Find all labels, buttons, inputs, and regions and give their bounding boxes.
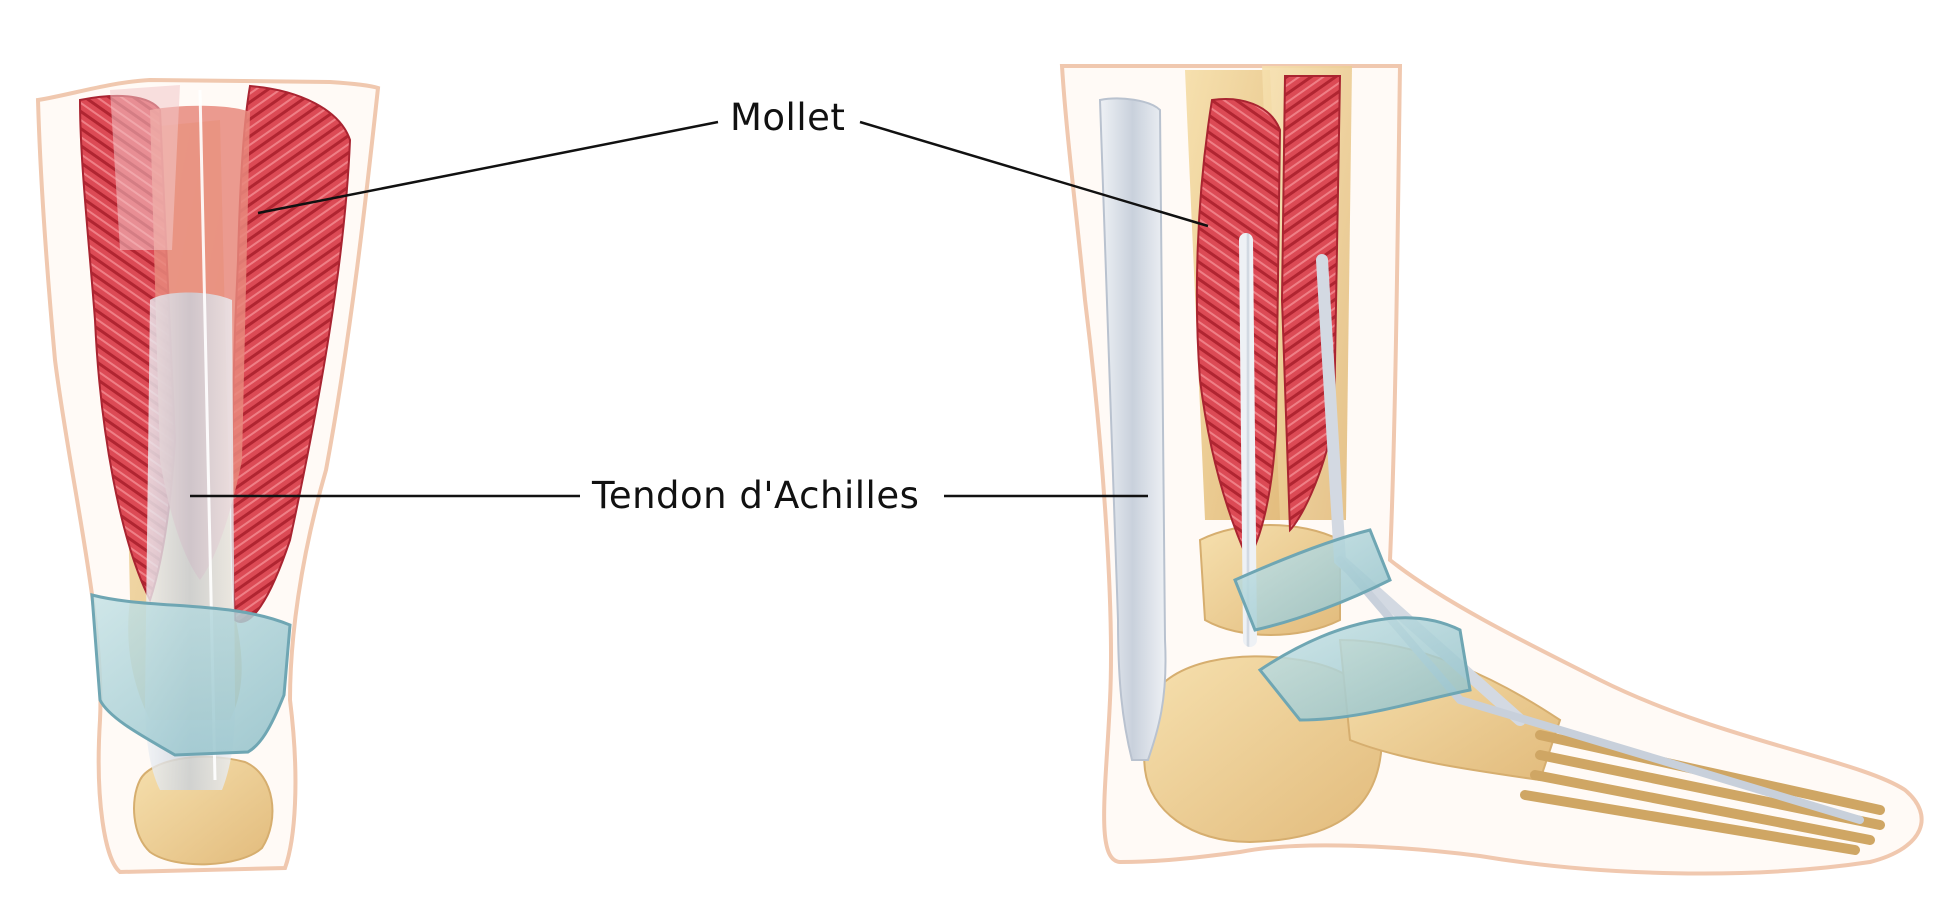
posterior-leg-view bbox=[35, 77, 381, 875]
fascia-overlay bbox=[110, 85, 180, 250]
retinaculum-posterior bbox=[90, 593, 292, 757]
calf-muscle-lateral-view bbox=[1195, 98, 1282, 563]
label-calf: Mollet bbox=[722, 96, 854, 139]
leader-line-calf-right bbox=[859, 120, 1209, 228]
extensor-tendon bbox=[1336, 556, 1864, 824]
label-achilles-tendon: Tendon d'Achilles bbox=[584, 474, 928, 517]
retinaculum-inferior bbox=[1257, 616, 1472, 722]
leader-line-calf-left bbox=[257, 120, 719, 215]
lateral-foot-view bbox=[1059, 64, 1924, 876]
retinaculum-superior bbox=[1233, 528, 1392, 632]
achilles-tendon-lateral bbox=[1098, 97, 1167, 761]
leader-lines bbox=[190, 120, 1209, 498]
